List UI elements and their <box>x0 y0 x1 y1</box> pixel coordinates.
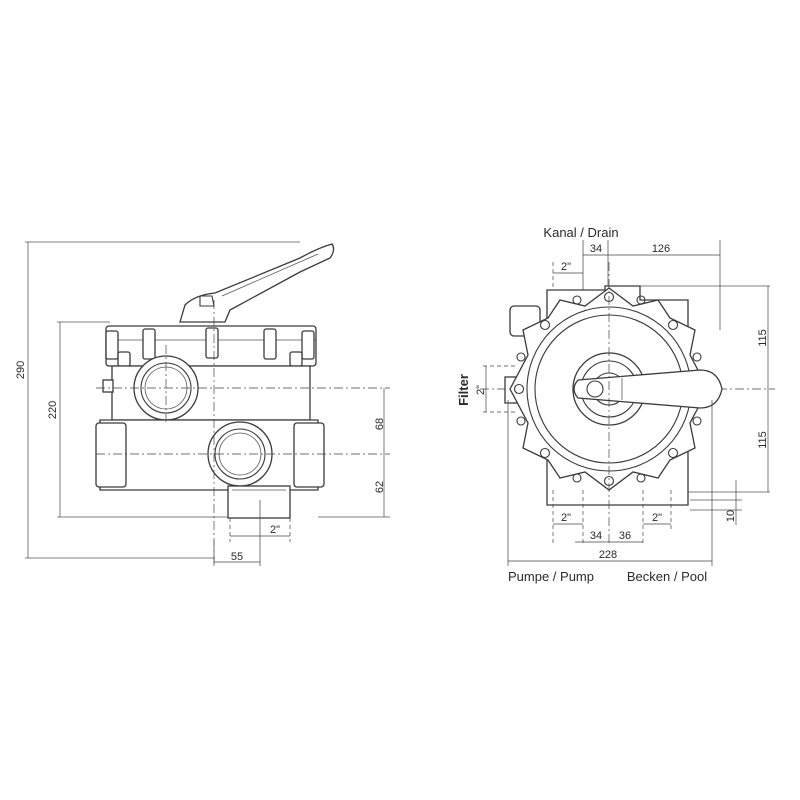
dim-bottom-right: 36 <box>619 530 631 542</box>
lower-port-left <box>95 422 127 488</box>
dim-lower-port: 62 <box>374 481 386 493</box>
label-pool: Becken / Pool <box>627 569 707 584</box>
side-nub <box>102 379 114 393</box>
dim-filter-thread: 2" <box>475 385 487 395</box>
dim-right-lower: 115 <box>757 431 769 449</box>
top-view: Kanal / Drain Filter Pumpe / Pump Becken… <box>456 225 775 584</box>
flange-bolts <box>513 291 705 487</box>
cover-bolts <box>105 327 315 367</box>
dim-offset: 55 <box>231 551 243 563</box>
dim-thread: 2" <box>270 524 280 536</box>
top-handle <box>573 369 723 409</box>
handle-ridge <box>221 253 319 297</box>
dim-top-right: 126 <box>652 243 670 255</box>
dim-body-height: 220 <box>47 401 59 419</box>
dim-upper-port: 68 <box>374 418 386 430</box>
lower-port-right <box>293 422 325 488</box>
dim-bottom-thread-left: 2" <box>561 512 571 524</box>
dim-top-thread: 2" <box>561 261 571 273</box>
bottom-outlet <box>227 485 291 519</box>
dim-right-small: 10 <box>725 510 737 522</box>
dim-bottom-left: 34 <box>590 530 602 542</box>
side-view: 290 220 <box>15 241 390 566</box>
handle-knob <box>586 380 604 398</box>
dim-total-width: 228 <box>599 549 617 561</box>
dim-right-upper: 115 <box>757 329 769 347</box>
dim-top-left: 34 <box>590 243 602 255</box>
dim-bottom-thread-right: 2" <box>652 512 662 524</box>
label-drain: Kanal / Drain <box>543 225 618 240</box>
label-filter: Filter <box>456 374 471 406</box>
dim-total-height: 290 <box>15 361 27 379</box>
label-pump: Pumpe / Pump <box>508 569 594 584</box>
valve-handle <box>179 243 335 323</box>
